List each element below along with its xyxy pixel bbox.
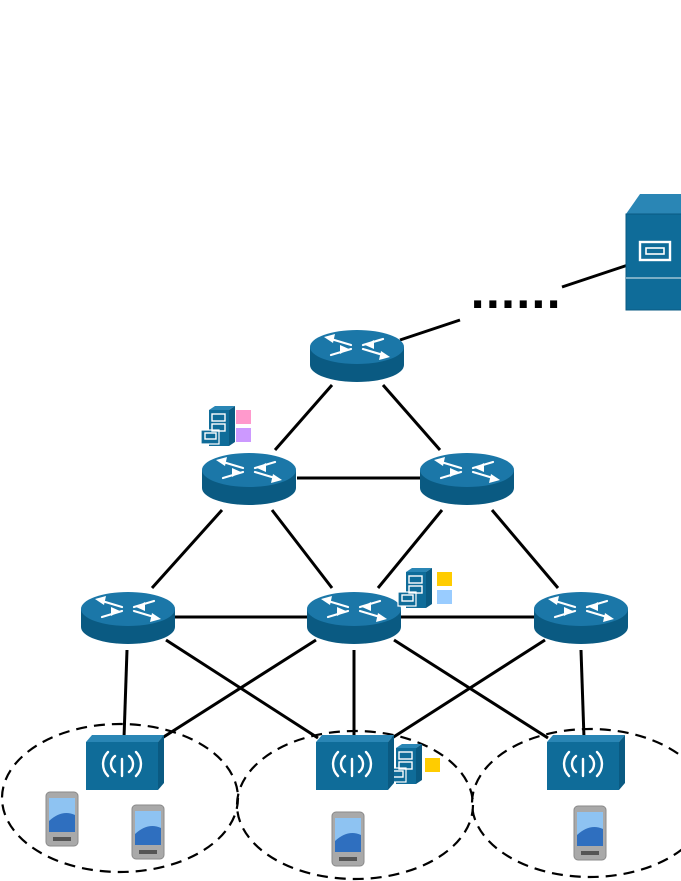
mobile-phone-icon [131,804,165,860]
link-agg-left-to-edge-middle [270,509,334,589]
link-edge-right-to-ap-middle [391,638,546,740]
link-agg-right-to-edge-middle [376,509,444,589]
coverage-area-right [470,727,681,879]
link-agg-right-to-edge-right [490,509,560,589]
link-core-to-server [399,318,461,342]
cache-storage-icon [397,567,452,609]
link-core-to-agg-left [273,384,334,451]
network-links [122,263,629,740]
mobile-phone-icon [45,791,79,847]
router-icon [305,590,403,646]
cache-storage-icon [200,405,251,447]
mobile-phone-icon [573,805,607,861]
wireless-access-point-icon [545,733,627,792]
router-icon [418,451,516,507]
link-edge-left-to-ap-middle [165,638,319,740]
router-icon [532,590,630,646]
link-edge-left-to-ap-left [122,649,129,739]
router-icon [308,328,406,384]
ellipsis-label: ...... [470,272,561,318]
link-ellipsis-to-server [561,263,629,289]
cache-storage-icon [387,743,440,785]
wireless-access-point-icon [314,733,396,792]
server-icon [625,194,681,311]
link-core-to-agg-right [381,384,442,451]
wireless-access-point-icon [84,733,166,792]
router-icon [79,590,177,646]
link-agg-left-to-edge-left [150,508,224,590]
link-edge-right-to-ap-right [579,649,586,739]
router-icon [200,451,298,507]
mobile-phone-icon [331,811,365,867]
link-edge-middle-to-ap-left [161,638,317,740]
